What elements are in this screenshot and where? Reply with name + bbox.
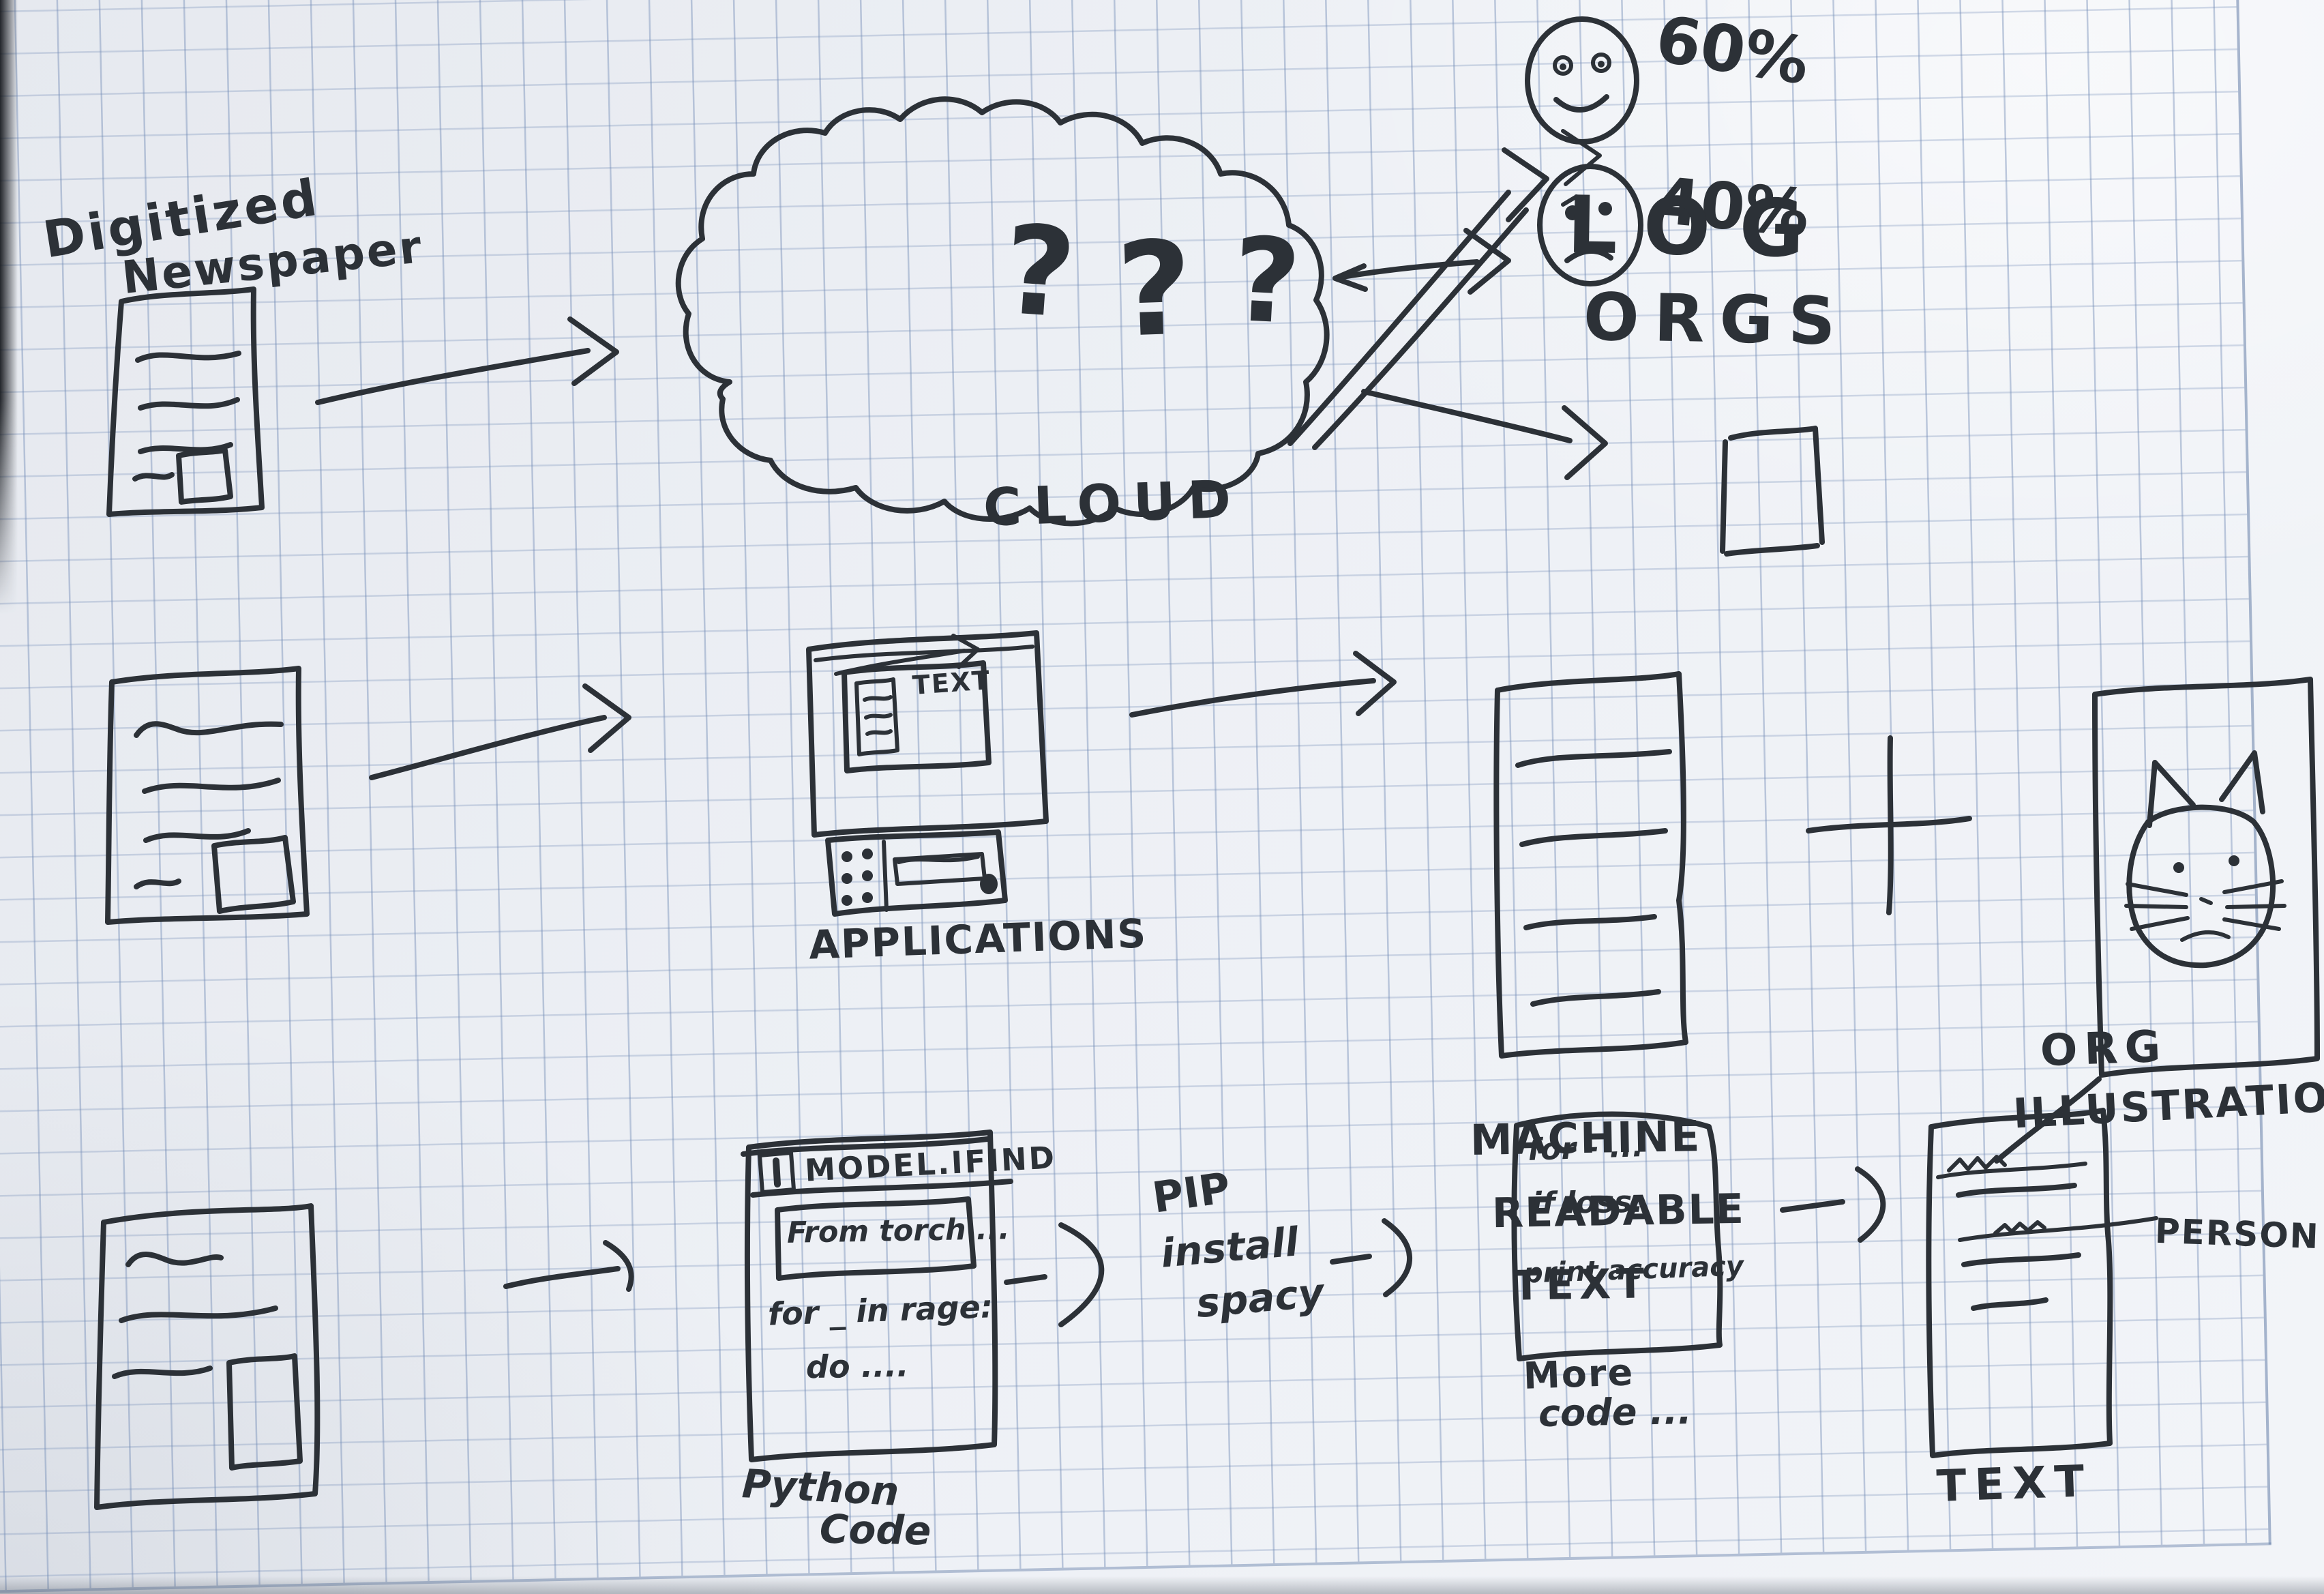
- more-label: More: [1522, 1351, 1635, 1398]
- install-label: install: [1159, 1218, 1300, 1277]
- document-icon-row3: [97, 1206, 317, 1507]
- cloud-shape: [679, 99, 1327, 523]
- code-line-1: From torch ...: [786, 1212, 1010, 1250]
- final-text-label: TEXT: [1935, 1456, 2094, 1512]
- plus-icon: [1808, 738, 1969, 913]
- annotated-doc-icon: [1928, 1079, 2156, 1456]
- arrow-cloud-to-log: [1335, 231, 1508, 292]
- square-document-icon: [1723, 428, 1822, 554]
- code-window-icon: [743, 1132, 1011, 1460]
- arrow-doc-to-cloud: [318, 319, 616, 402]
- newspaper-document-icon: [109, 289, 262, 514]
- arrow-pip-to-morecode: [1332, 1221, 1410, 1295]
- code-dots-label: code ...: [1538, 1389, 1693, 1435]
- photo-left-edge: [0, 0, 18, 614]
- happy-face-icon: [1528, 19, 1637, 142]
- more-code-box-icon: [1515, 1115, 1720, 1359]
- code-label: Code: [819, 1505, 932, 1554]
- arrow-cloud-to-faces: [1290, 131, 1600, 447]
- arrow-monitor-to-text: [1132, 653, 1394, 715]
- computer-monitor-icon: [809, 633, 1046, 914]
- question-mark-2: ?: [1114, 213, 1195, 366]
- log-label: LOG: [1566, 179, 1834, 276]
- sad-face-icon: [1540, 166, 1641, 284]
- morecode-line-2: if loss:: [1531, 1184, 1645, 1222]
- arrow-cloud-to-square: [1364, 392, 1605, 477]
- code-line-2: for _ in rage:: [767, 1288, 994, 1333]
- monitor-screen-text-label: TEXT: [911, 665, 992, 700]
- arrow-doc-to-code: [506, 1243, 631, 1289]
- question-mark-3: ?: [1229, 212, 1304, 351]
- document-icon-row2: [108, 668, 307, 922]
- cloud-label: CLOUD: [982, 468, 1245, 538]
- arrow-doc-to-monitor: [372, 686, 629, 778]
- person-label: PERSON: [2154, 1211, 2321, 1257]
- code-line-3: do ....: [805, 1346, 909, 1386]
- pip-label: PIP: [1149, 1162, 1234, 1223]
- python-label: Python: [741, 1460, 901, 1515]
- spacy-label: spacy: [1194, 1269, 1326, 1327]
- org-label: ORG: [2039, 1021, 2169, 1077]
- cat-illustration-icon: [2095, 679, 2317, 1075]
- arrow-morecode-to-doc: [1783, 1169, 1883, 1240]
- orgs-label: ORGS: [1583, 278, 1851, 360]
- morecode-line-1: for - ...: [1527, 1129, 1644, 1168]
- arrow-code-to-pip: [1007, 1225, 1101, 1325]
- applications-label: APPLICATIONS: [807, 910, 1148, 969]
- machine-readable-doc-icon: [1496, 674, 1686, 1056]
- photo-bottom-edge: [0, 1576, 2324, 1594]
- question-mark-1: ?: [998, 198, 1080, 346]
- morecode-line-3: print accuracy: [1523, 1250, 1744, 1290]
